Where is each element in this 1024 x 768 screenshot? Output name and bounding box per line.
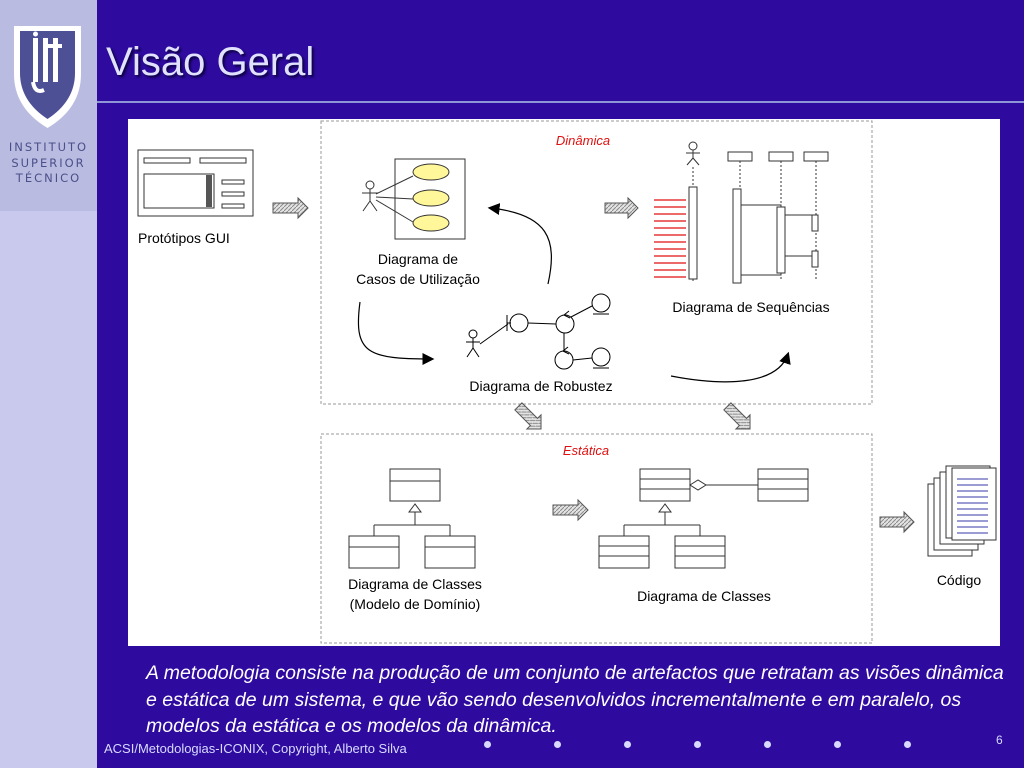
actor-icon (686, 141, 700, 166)
gui-prototype-icon (137, 149, 254, 217)
footer-dot (694, 741, 701, 748)
footer-dot (764, 741, 771, 748)
sequence-label: Diagrama de Sequências (672, 299, 829, 315)
footer-dots (484, 741, 944, 749)
use-case-diagram-icon (362, 158, 466, 240)
domain-class-diagram-icon (348, 468, 476, 569)
domain-class-label: Diagrama de Classes (348, 576, 482, 592)
logo-text: INSTITUTO SUPERIOR TÉCNICO (0, 140, 97, 187)
flow-arrow-icon (514, 402, 542, 430)
footer-dot (834, 741, 841, 748)
actor-icon (466, 329, 480, 358)
code-documents-icon (927, 465, 997, 557)
flow-arrow-icon (552, 498, 589, 522)
footer-dot (484, 741, 491, 748)
use-case-label: Casos de Utilização (356, 271, 480, 287)
logo-line: TÉCNICO (15, 171, 82, 185)
dynamic-label: Dinâmica (556, 133, 610, 148)
robustness-label: Diagrama de Robustez (469, 378, 612, 394)
code-label: Código (937, 572, 982, 588)
footer-dot (554, 741, 561, 748)
footer-dot (904, 741, 911, 748)
sidebar: INSTITUTO SUPERIOR TÉCNICO (0, 0, 97, 768)
flow-arrow-icon (604, 196, 639, 220)
curved-arrow (670, 351, 791, 383)
footer-dot (624, 741, 631, 748)
class-diagram-label: Diagrama de Classes (637, 588, 771, 604)
domain-class-label: (Modelo de Domínio) (350, 596, 481, 612)
static-region (320, 433, 873, 644)
actor-icon (362, 180, 378, 212)
title-divider (97, 101, 1024, 103)
curved-arrow (487, 203, 552, 285)
flow-arrow-icon (879, 510, 915, 534)
dynamic-region (320, 120, 873, 405)
gui-prototypes-label: Protótipos GUI (138, 230, 230, 246)
static-label: Estática (563, 443, 609, 458)
ist-shield-icon (14, 26, 81, 128)
footer-copyright: ACSI/Metodologias-ICONIX, Copyright, Alb… (104, 741, 407, 756)
logo-line: SUPERIOR (11, 155, 86, 170)
slide-caption: A metodologia consiste na produção de um… (146, 662, 1004, 737)
flow-arrow-icon (723, 402, 751, 430)
diagram-canvas: Dinâmica Estática Protótipos GUI (137, 120, 997, 644)
page-number: 6 (996, 733, 1003, 747)
slide-title: Visão Geral (106, 40, 315, 84)
class-diagram-icon (598, 468, 809, 569)
flow-arrow-icon (272, 196, 309, 220)
iconix-overview-diagram: Dinâmica Estática Protótipos GUI (128, 119, 1000, 646)
curved-arrow (357, 301, 435, 365)
ist-logo: INSTITUTO SUPERIOR TÉCNICO (0, 0, 97, 211)
use-case-label: Diagrama de (378, 251, 458, 267)
sequence-diagram-icon (654, 141, 829, 284)
logo-line: INSTITUTO (8, 140, 89, 154)
robustness-diagram-icon (466, 293, 611, 370)
